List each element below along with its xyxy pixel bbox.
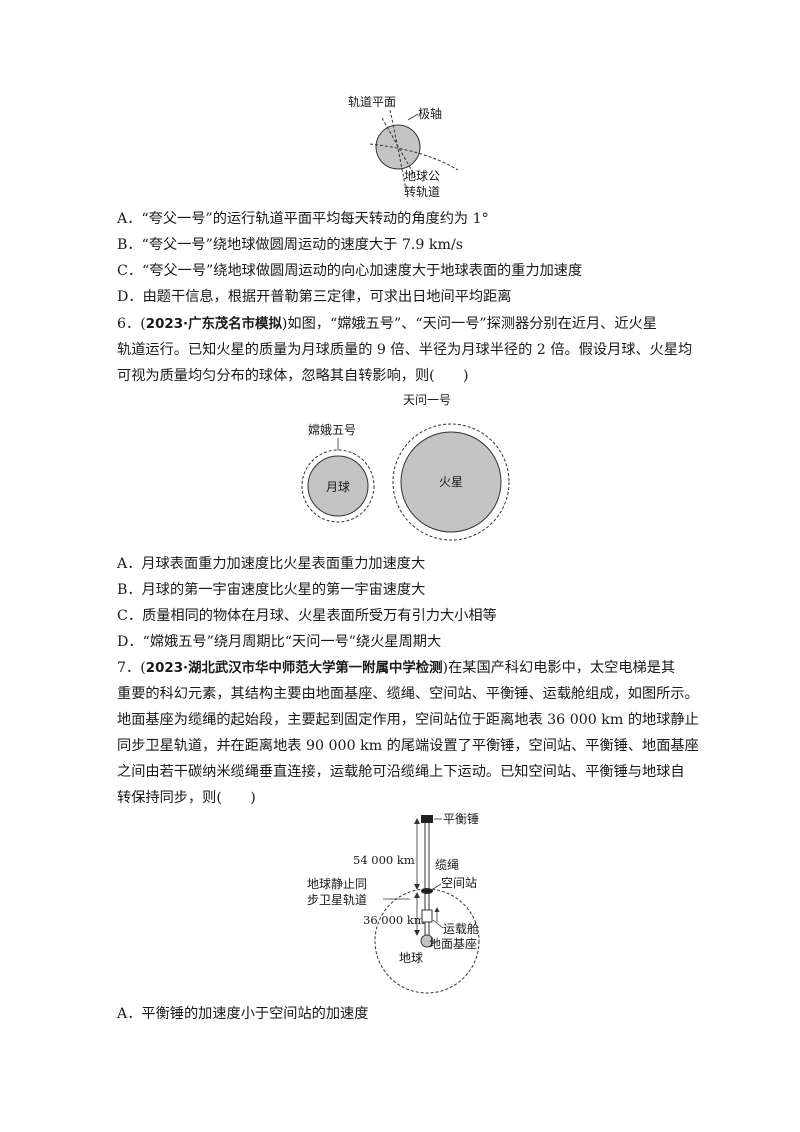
q7-line1-rest: )在某国产科幻电影中，太空电梯是其 <box>442 660 676 676</box>
orbit-plane-line <box>389 109 407 191</box>
label-moon: 月球 <box>326 480 350 494</box>
upper-dim-arrow-bottom <box>414 884 420 890</box>
figure-orbit-plane: 轨道平面 极轴 地球公 转轨道 <box>348 95 459 199</box>
space-station-shape <box>421 888 433 894</box>
label-base: 地面基座 <box>429 936 477 951</box>
label-dist-lower: 36 000 km <box>363 913 425 927</box>
solar-orbit-arc <box>369 143 459 171</box>
polar-axis-line <box>381 117 417 179</box>
label-dist-upper: 54 000 km <box>353 853 415 867</box>
figure-space-elevator: 平衡锤 54 000 km 缆绳 空间站 地球静止同 步卫星轨道 36 000 … <box>307 811 480 994</box>
label-geo-orbit-2: 步卫星轨道 <box>307 893 367 907</box>
q5-option-b: B．“夸父一号”绕地球做圆周运动的速度大于 7.9 km/s <box>117 237 464 253</box>
capsule-arrow-head <box>434 907 440 912</box>
q6-source: 2023·广东茂名市模拟 <box>145 317 282 332</box>
lower-dim-arrow-bottom <box>414 930 420 936</box>
lower-dim-arrow-top <box>414 892 420 898</box>
q6-number: 6．( <box>117 316 146 332</box>
moon-circle <box>307 455 369 517</box>
tianwen-orbit <box>392 423 510 541</box>
chang-e-orbit <box>301 449 375 523</box>
capsule-leader <box>432 919 444 929</box>
q7-stem-line4: 同步卫星轨道，并在距离地表 90 000 km 的尾端设置了平衡锤，空间站、平衡… <box>117 738 699 754</box>
label-mars: 火星 <box>439 475 463 489</box>
q6-option-a: A．月球表面重力加速度比火星表面重力加速度大 <box>117 556 426 572</box>
upper-dim-arrow-top <box>414 818 420 824</box>
label-tianwen: 天问一号 <box>403 393 451 407</box>
q7-source: 2023·湖北武汉市华中师范大学第一附属中学检测 <box>145 661 443 676</box>
station-leader <box>432 883 442 890</box>
q6-stem-line2: 轨道运行。已知火星的质量为月球质量的 9 倍、半径为月球半径的 2 倍。假设月球… <box>117 342 693 358</box>
q6-stem-line1: 6．(2023·广东茂名市模拟)如图，“嫦娥五号”、“天问一号”探测器分别在近月… <box>117 314 657 335</box>
label-earth: 地球 <box>399 951 423 965</box>
counterweight-shape <box>421 815 433 823</box>
mars-circle <box>400 431 502 533</box>
label-station: 空间站 <box>441 876 477 890</box>
q7-stem-line1: 7．(2023·湖北武汉市华中师范大学第一附属中学检测)在某国产科幻电影中，太空… <box>117 658 675 679</box>
capsule-shape <box>421 909 433 923</box>
q6-option-b: B．月球的第一宇宙速度比火星的第一宇宙速度大 <box>117 582 426 598</box>
label-cable: 缆绳 <box>435 858 459 872</box>
label-capsule: 运载舱 <box>443 922 479 936</box>
label-polar-axis: 极轴 <box>418 106 442 121</box>
q7-stem-line2: 重要的科幻元素，其结构主要由地面基座、缆绳、空间站、平衡锤、运载舱组成，如图所示… <box>117 686 699 702</box>
q7-stem-line3: 地面基座为缆绳的起始段，主要起到固定作用，空间站位于距离地表 36 000 km… <box>117 712 699 728</box>
label-solar-orbit-2: 转轨道 <box>404 184 440 199</box>
label-geo-orbit-1: 地球静止同 <box>307 877 367 891</box>
axis-leader <box>407 113 419 121</box>
label-counterweight: 平衡锤 <box>443 811 479 826</box>
q6-option-c: C．质量相同的物体在月球、火星表面所受万有引力大小相等 <box>117 608 497 624</box>
figure-moon-mars: 嫦娥五号 月球 天问一号 火星 <box>301 393 510 541</box>
geo-orbit-circle <box>374 888 480 994</box>
q6-option-d: D．“嫦娥五号”绕月周期比“天问一号”绕火星周期大 <box>117 634 442 650</box>
label-solar-orbit-1: 地球公 <box>404 169 440 183</box>
earth-circle-small <box>420 934 434 948</box>
q7-number: 7．( <box>117 660 146 676</box>
q7-stem-line5: 之间由若干碳纳米缆绳垂直连接，运载舱可沿缆绳上下运动。已知空间站、平衡锤与地球自 <box>117 764 685 780</box>
q7-stem-line6: 转保持同步，则( ) <box>117 790 256 806</box>
q5-option-c: C．“夸父一号”绕地球做圆周运动的向心加速度大于地球表面的重力加速度 <box>117 263 583 279</box>
q6-stem-line3: 可视为质量均匀分布的球体，忽略其自转影响，则( ) <box>117 368 469 384</box>
label-orbit-plane: 轨道平面 <box>348 95 396 109</box>
q5-option-a: A．“夸父一号”的运行轨道平面平均每天转动的角度约为 1° <box>117 211 489 227</box>
q5-option-d: D．由题干信息，根据开普勒第三定律，可求出日地间平均距离 <box>117 289 512 305</box>
label-chang-e: 嫦娥五号 <box>308 422 356 437</box>
q7-option-a: A．平衡锤的加速度小于空间站的加速度 <box>117 1006 369 1022</box>
q6-line1-rest: )如图，“嫦娥五号”、“天问一号”探测器分别在近月、近火星 <box>281 316 657 332</box>
